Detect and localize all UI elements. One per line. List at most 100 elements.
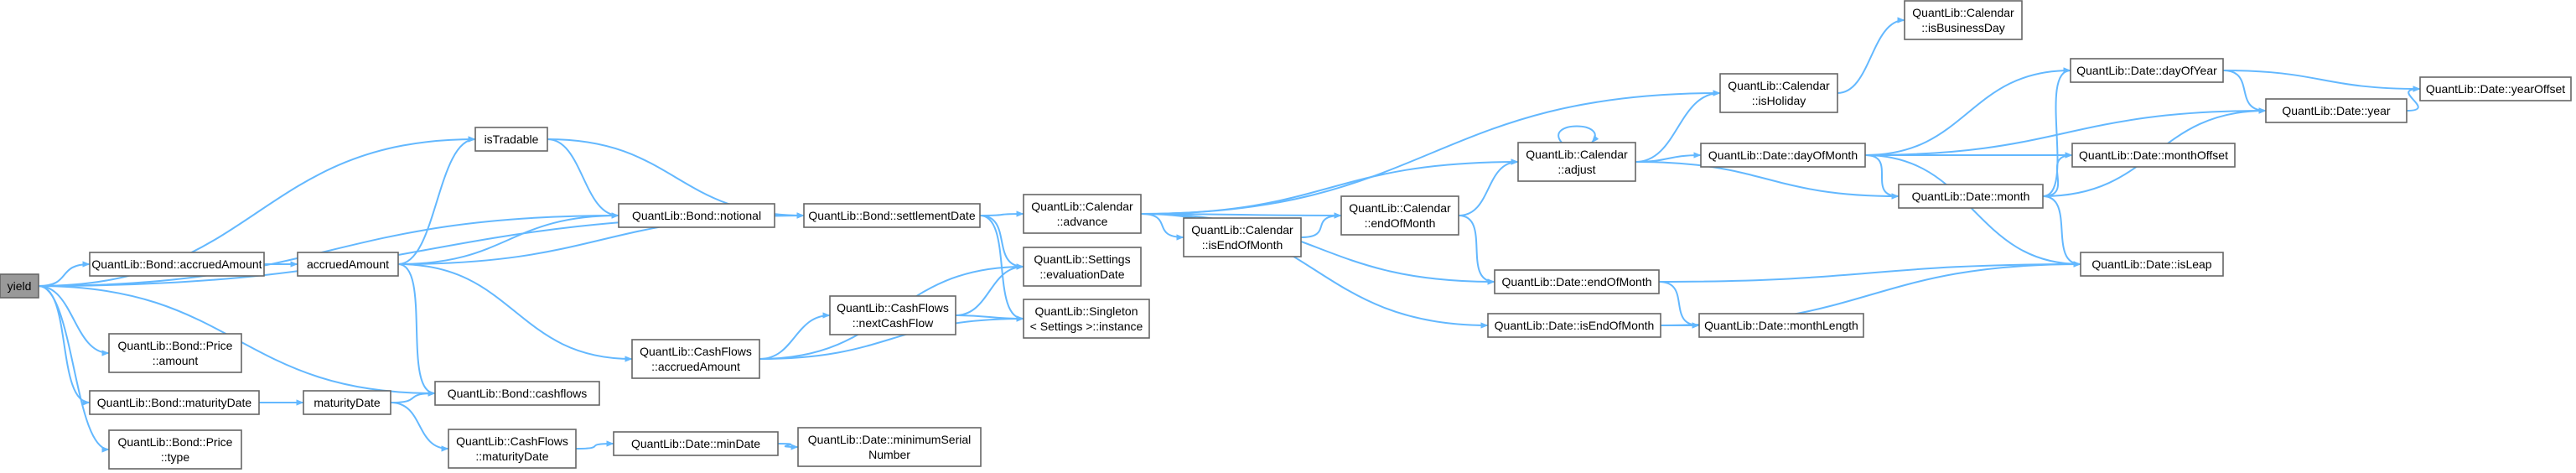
- node-yield[interactable]: yield: [0, 273, 39, 299]
- node-settings-evaluationdate[interactable]: QuantLib::Settings::evaluationDate: [1023, 247, 1142, 287]
- node-label: ::isEndOfMonth: [1202, 238, 1283, 252]
- node-label: QuantLib::Date::month: [1912, 190, 2030, 203]
- edge-date-mindate-to-date-minimumserialnumber: [777, 443, 799, 450]
- node-box: [829, 295, 956, 335]
- node-bond-cashflows[interactable]: QuantLib::Bond::cashflows: [434, 381, 600, 406]
- edge-calendar-isholiday-to-calendar-isbusinessday: [1837, 17, 1905, 94]
- edge-yield-to-bond-accruedamount: [38, 261, 91, 287]
- node-label: QuantLib::Bond::accruedAmount: [91, 257, 262, 271]
- edge-yield-to-bond-price-amount: [38, 285, 110, 356]
- node-box: [89, 252, 265, 277]
- edge-calendar-adjust-to-date-month: [1635, 161, 1900, 200]
- node-calendar-isbusinessday[interactable]: QuantLib::Calendar::isBusinessDay: [1904, 0, 2023, 40]
- node-box: [303, 390, 391, 415]
- edge-yield-to-bond-price-type: [38, 285, 110, 453]
- edge-date-endofmonth-to-date-monthlength: [1658, 281, 1700, 329]
- edge-cashflows-maturitydate-to-date-mindate: [575, 440, 614, 450]
- node-box: [1517, 142, 1636, 182]
- node-cashflows-nextcashflow[interactable]: QuantLib::CashFlows::nextCashFlow: [829, 295, 956, 335]
- node-date-isendofmonth[interactable]: QuantLib::Date::isEndOfMonth: [1487, 313, 1661, 338]
- node-bond-price-type[interactable]: QuantLib::Bond::Price::type: [108, 429, 242, 470]
- node-box: [0, 273, 39, 299]
- node-bond-price-amount[interactable]: QuantLib::Bond::Price::amount: [108, 333, 242, 373]
- node-label: maturityDate: [314, 396, 381, 409]
- node-box: [803, 203, 981, 228]
- node-label: QuantLib::Date::monthLength: [1704, 319, 1858, 332]
- node-box: [448, 429, 577, 469]
- node-box: [89, 390, 260, 415]
- edge-calendar-endofmonth-to-calendar-adjust: [1458, 159, 1519, 216]
- node-bond-settlementdate[interactable]: QuantLib::Bond::settlementDate: [803, 203, 981, 228]
- edge-date-dayofmonth-to-date-year: [1864, 107, 2267, 156]
- node-cashflows-maturitydate[interactable]: QuantLib::CashFlows::maturityDate: [448, 429, 577, 469]
- node-istradable[interactable]: isTradable: [474, 127, 548, 152]
- node-label: QuantLib::Singleton: [1035, 304, 1138, 318]
- node-box: [1183, 217, 1302, 257]
- node-box: [1340, 195, 1459, 236]
- node-box: [631, 339, 760, 379]
- node-date-monthlength[interactable]: QuantLib::Date::monthLength: [1698, 313, 1864, 338]
- node-calendar-advance[interactable]: QuantLib::Calendar::advance: [1023, 194, 1142, 234]
- node-date-monthoffset[interactable]: QuantLib::Date::monthOffset: [2071, 143, 2236, 168]
- edge-cashflows-nextcashflow-to-singleton-instance: [955, 314, 1024, 322]
- node-maturitydate[interactable]: maturityDate: [303, 390, 391, 415]
- node-box: [1487, 313, 1661, 338]
- node-label: ::accruedAmount: [651, 360, 740, 373]
- edge-calendar-adjust-to-calendar-adjust: [1558, 125, 1599, 143]
- node-date-year[interactable]: QuantLib::Date::year: [2265, 98, 2408, 123]
- edge-date-month-to-date-dayofyear: [2042, 67, 2071, 197]
- node-box: [613, 431, 779, 456]
- node-date-month[interactable]: QuantLib::Date::month: [1898, 184, 2044, 209]
- node-date-mindate[interactable]: QuantLib::Date::minDate: [613, 431, 779, 456]
- node-date-endofmonth[interactable]: QuantLib::Date::endOfMonth: [1494, 269, 1660, 294]
- edge-date-dayofmonth-to-date-month: [1864, 154, 1900, 200]
- edge-bond-settlementdate-to-calendar-advance: [979, 211, 1024, 217]
- edge-calendar-adjust-to-calendar-isholiday: [1635, 90, 1721, 163]
- node-box: [1023, 299, 1150, 339]
- edge-maturitydate-to-cashflows-maturitydate: [390, 402, 449, 452]
- node-date-dayofmonth[interactable]: QuantLib::Date::dayOfMonth: [1700, 143, 1866, 168]
- node-bond-maturitydate[interactable]: QuantLib::Bond::maturityDate: [89, 390, 260, 415]
- node-cashflows-accruedamount[interactable]: QuantLib::CashFlows::accruedAmount: [631, 339, 760, 379]
- node-label: QuantLib::Date::yearOffset: [2426, 82, 2565, 96]
- node-label: QuantLib::Calendar: [1912, 6, 2014, 19]
- node-date-isleap[interactable]: QuantLib::Date::isLeap: [2080, 252, 2224, 277]
- edge-calendar-advance-to-calendar-isendofmonth: [1140, 213, 1184, 241]
- node-singleton-instance[interactable]: QuantLib::Singleton< Settings >::instanc…: [1023, 299, 1150, 339]
- node-calendar-adjust[interactable]: QuantLib::Calendar::adjust: [1517, 142, 1636, 182]
- edge-accruedamount-to-bond-notional: [397, 212, 619, 265]
- node-label: QuantLib::CashFlows: [640, 345, 752, 358]
- node-box: [1719, 73, 1838, 113]
- node-label: QuantLib::Bond::cashflows: [448, 387, 588, 400]
- node-box: [1023, 194, 1142, 234]
- edge-accruedamount-to-cashflows-accruedamount: [397, 263, 633, 362]
- node-accruedamount[interactable]: accruedAmount: [297, 252, 399, 277]
- node-box: [2265, 98, 2408, 123]
- node-bond-accruedamount[interactable]: QuantLib::Bond::accruedAmount: [89, 252, 265, 277]
- node-calendar-isendofmonth[interactable]: QuantLib::Calendar::isEndOfMonth: [1183, 217, 1302, 257]
- node-box: [1023, 247, 1142, 287]
- edge-date-dayofyear-to-date-year: [2222, 70, 2267, 114]
- node-calendar-endofmonth[interactable]: QuantLib::Calendar::endOfMonth: [1340, 195, 1459, 236]
- node-label: ::isBusinessDay: [1921, 21, 2005, 34]
- edge-date-dayofyear-to-date-yearoffset: [2222, 70, 2421, 92]
- node-box: [2419, 76, 2572, 101]
- edge-cashflows-accruedamount-to-cashflows-nextcashflow: [759, 312, 831, 360]
- node-date-yearoffset[interactable]: QuantLib::Date::yearOffset: [2419, 76, 2572, 101]
- node-calendar-isholiday[interactable]: QuantLib::Calendar::isHoliday: [1719, 73, 1838, 113]
- edge-calendar-isendofmonth-to-calendar-endofmonth: [1300, 212, 1342, 238]
- node-box: [1904, 0, 2023, 40]
- node-box: [1898, 184, 2044, 209]
- node-label: QuantLib::Date::monthOffset: [2079, 148, 2228, 162]
- edge-date-dayofmonth-to-date-dayofyear: [1864, 67, 2071, 156]
- node-label: ::evaluationDate: [1039, 268, 1124, 281]
- node-label: QuantLib::Date::isEndOfMonth: [1495, 319, 1655, 332]
- node-date-dayofyear[interactable]: QuantLib::Date::dayOfYear: [2070, 58, 2224, 83]
- edge-maturitydate-to-bond-cashflows: [390, 390, 436, 403]
- node-label: QuantLib::Bond::notional: [632, 209, 761, 222]
- node-box: [474, 127, 548, 152]
- node-bond-notional[interactable]: QuantLib::Bond::notional: [618, 203, 775, 228]
- node-box: [297, 252, 399, 277]
